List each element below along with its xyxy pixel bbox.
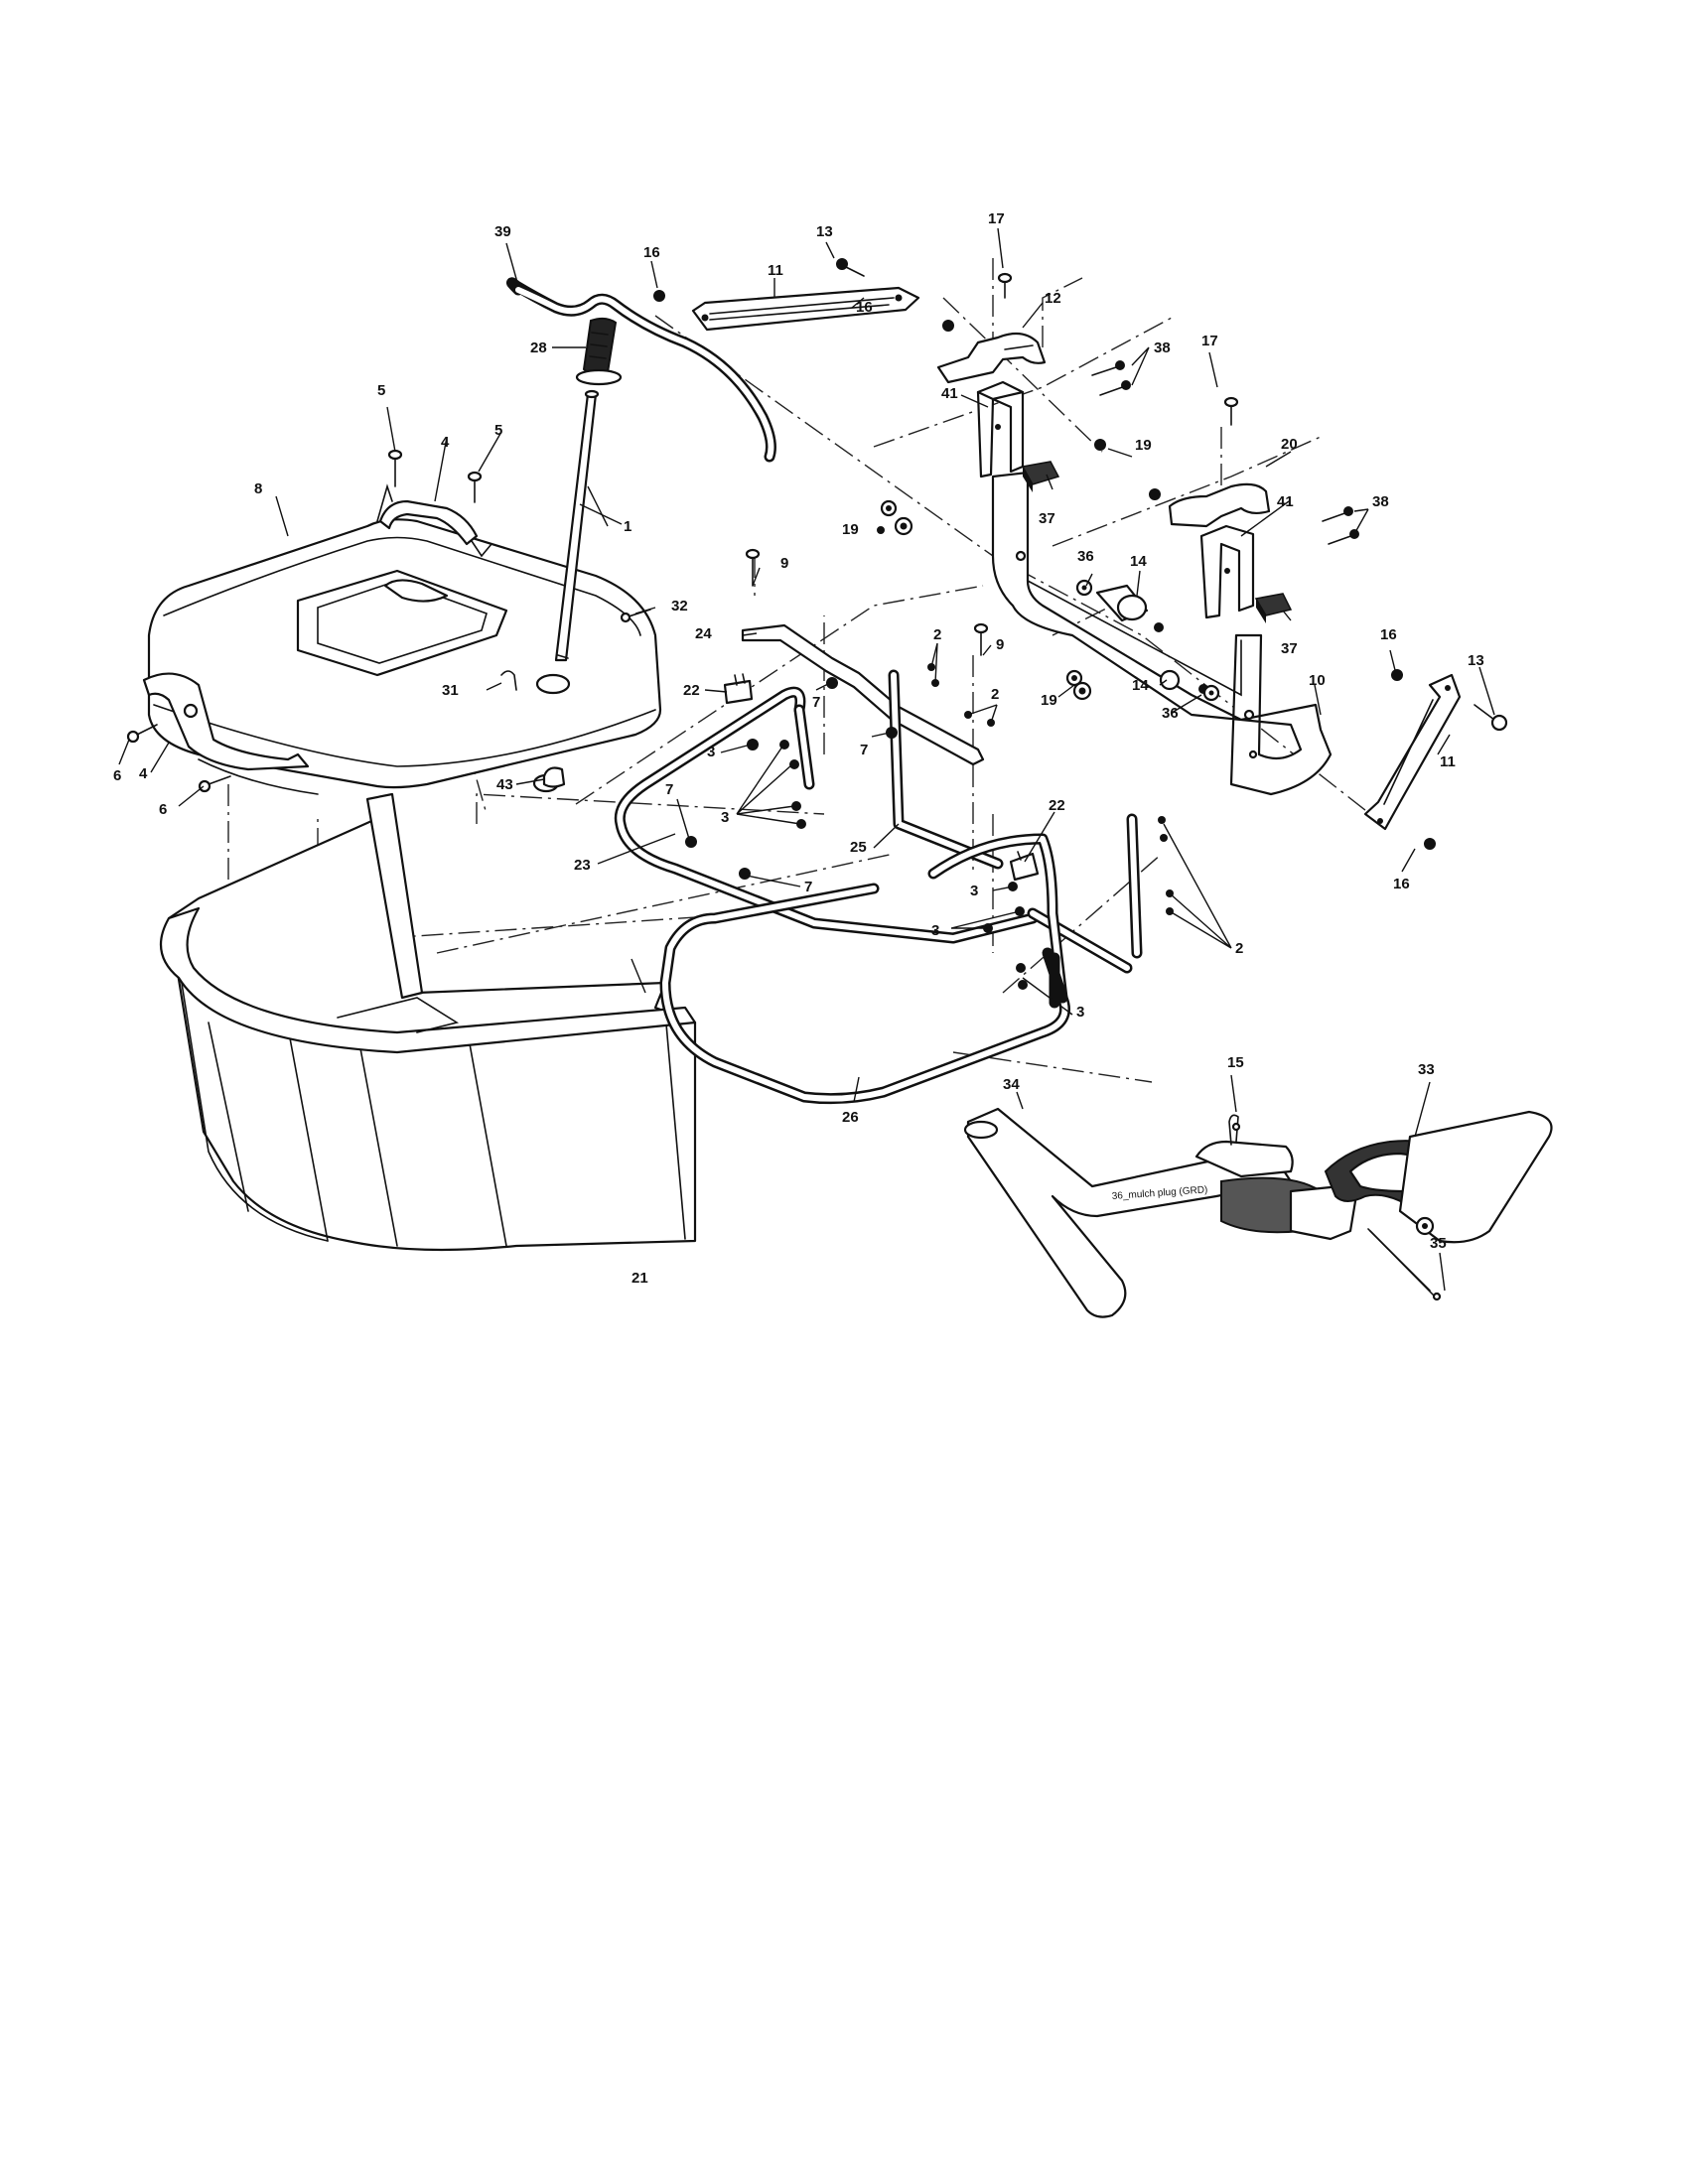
- label-7-c: 7: [665, 781, 673, 798]
- label-2-c: 2: [1235, 940, 1243, 957]
- label-34: 34: [1003, 1076, 1020, 1093]
- label-24: 24: [695, 625, 712, 642]
- label-11-right: 11: [1440, 753, 1456, 770]
- label-17-top: 17: [988, 210, 1005, 227]
- label-22-left: 22: [683, 682, 700, 699]
- label-16-right-bottom: 16: [1393, 876, 1410, 892]
- cross-tube: [1095, 584, 1181, 691]
- label-37-top: 37: [1039, 510, 1055, 527]
- label-4-top: 4: [441, 434, 450, 451]
- label-33: 33: [1418, 1061, 1435, 1078]
- bag-lid: [147, 518, 662, 795]
- label-14-lower: 14: [1132, 677, 1149, 694]
- label-26: 26: [842, 1109, 859, 1126]
- label-2-a: 2: [933, 626, 941, 643]
- rubber-pads: [1021, 461, 1293, 623]
- label-3-e: 3: [1076, 1004, 1084, 1021]
- label-23: 23: [574, 857, 591, 874]
- label-13-right: 13: [1468, 652, 1484, 669]
- label-32: 32: [671, 598, 688, 614]
- label-37-right: 37: [1281, 640, 1298, 657]
- label-31: 31: [442, 682, 459, 699]
- label-28: 28: [530, 340, 547, 356]
- label-19-lower: 19: [1041, 692, 1057, 709]
- bracket-upper: [976, 380, 1025, 478]
- label-22-right: 22: [1049, 797, 1065, 814]
- hinge-bracket-right: [1363, 673, 1462, 831]
- label-39: 39: [494, 223, 511, 240]
- label-35: 35: [1430, 1235, 1447, 1252]
- label-3-c: 3: [970, 883, 978, 899]
- label-6-top: 6: [113, 767, 121, 784]
- label-8: 8: [254, 480, 262, 497]
- label-5-left: 5: [377, 382, 385, 399]
- label-9-left: 9: [780, 555, 788, 572]
- lower-hinge-bar: [142, 672, 310, 771]
- label-41-top: 41: [941, 385, 958, 402]
- label-36-top: 36: [1077, 548, 1094, 565]
- label-19-left: 19: [842, 521, 859, 538]
- label-5-right: 5: [494, 422, 502, 439]
- label-7-b: 7: [860, 742, 868, 758]
- bracket-lower: [1199, 524, 1255, 619]
- clip-22-left: [723, 673, 754, 705]
- label-25: 25: [850, 839, 867, 856]
- label-17-right: 17: [1201, 333, 1218, 349]
- grass-bag: [159, 792, 697, 1252]
- clip-22-right: [1009, 851, 1040, 882]
- label-7-d: 7: [804, 879, 812, 895]
- mulch-plug-assembly: [963, 1107, 1553, 1318]
- label-3-d: 3: [931, 922, 939, 939]
- frame-tube: [991, 471, 1333, 796]
- label-38-right: 38: [1372, 493, 1389, 510]
- label-16-right-top: 16: [1380, 626, 1397, 643]
- label-20: 20: [1281, 436, 1298, 453]
- label-7-a: 7: [812, 694, 820, 711]
- label-41-right: 41: [1277, 493, 1294, 510]
- label-11-top: 11: [768, 262, 783, 279]
- label-21: 21: [632, 1270, 648, 1287]
- handle-wire: [506, 277, 776, 463]
- label-6-lower: 6: [159, 801, 167, 818]
- latch-lower: [1168, 482, 1271, 528]
- label-2-b: 2: [991, 686, 999, 703]
- label-38-top: 38: [1154, 340, 1171, 356]
- frame-rod-upper: [741, 623, 985, 766]
- frame-loop-bottom: [659, 833, 1070, 1105]
- lid-handle: [376, 483, 492, 558]
- dump-rod: [554, 389, 600, 662]
- label-13-top: 13: [816, 223, 833, 240]
- label-16-top-left: 16: [643, 244, 660, 261]
- frame-loop-left: [614, 686, 1039, 944]
- label-43: 43: [496, 776, 513, 793]
- latch-upper: [936, 332, 1047, 384]
- label-1: 1: [624, 518, 632, 535]
- label-36-lower: 36: [1162, 705, 1179, 722]
- label-4-left: 4: [139, 765, 148, 782]
- leader-lines: [118, 227, 1495, 1292]
- hinge-bracket-top: [691, 286, 920, 332]
- label-15: 15: [1227, 1054, 1244, 1071]
- label-10: 10: [1309, 672, 1326, 689]
- label-9-right: 9: [996, 636, 1004, 653]
- label-14-top: 14: [1130, 553, 1147, 570]
- part-labels: 39 28 1 16 11 13 16 17 12 38 17 41 19 20…: [113, 210, 1484, 1287]
- label-19-upper: 19: [1135, 437, 1152, 454]
- label-3-a: 3: [707, 744, 715, 760]
- label-16-top-right: 16: [856, 299, 873, 316]
- label-3-b: 3: [721, 809, 729, 826]
- grip: [575, 317, 623, 386]
- label-12: 12: [1045, 290, 1061, 307]
